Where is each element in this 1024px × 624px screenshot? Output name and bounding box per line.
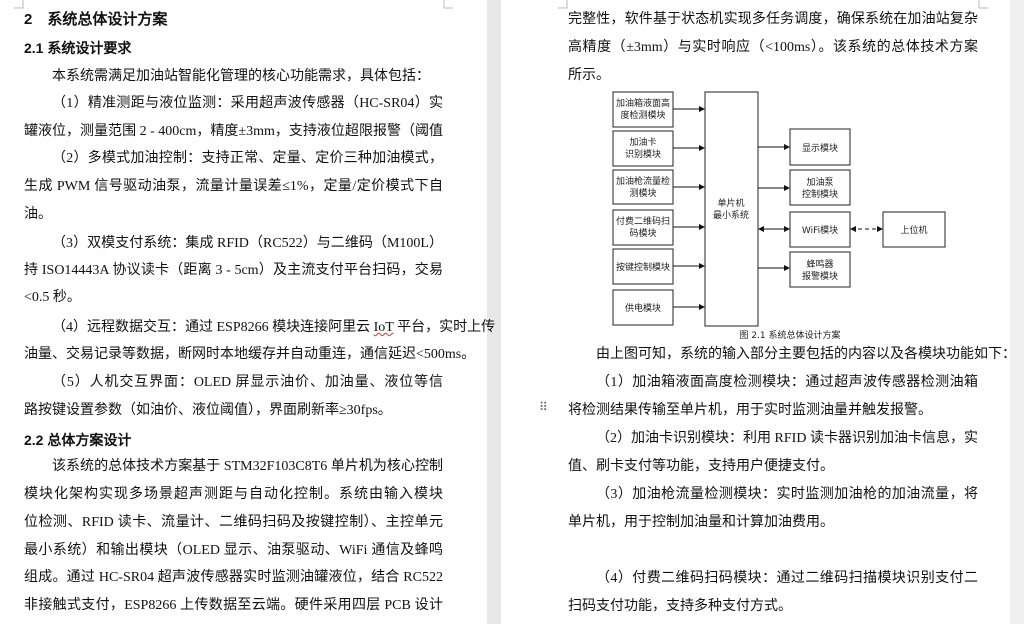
- box-label: 蜂鸣器报警模块: [802, 258, 838, 282]
- paragraph-line[interactable]: （3）双模支付系统：集成 RFID（RC522）与二维码（M100L）支付，支: [52, 236, 443, 251]
- drag-handle-icon[interactable]: ⠿: [539, 400, 549, 414]
- text-run: （4）远程数据交互：通过 ESP8266 模块连接阿里云: [52, 320, 374, 335]
- paragraph-line[interactable]: <0.5 秒。: [24, 290, 81, 305]
- right-page[interactable]: 完整性，软件基于状态机实现多任务调度，确保系统在加油站复杂环境下的 高精度（±3…: [501, 0, 1016, 624]
- mcu-label: 单片机最小系统: [713, 197, 749, 221]
- paragraph-line[interactable]: （4）远程数据交互：通过 ESP8266 模块连接阿里云 IoT 平台，实时上传: [52, 318, 495, 338]
- paragraph-line[interactable]: 该系统的总体技术方案基于 STM32F103C8T6 单片机为核心控制器，采用: [52, 459, 443, 474]
- paragraph-line[interactable]: （3）加油枪流量检测模块：实时监测加油枪的加油流量，将数据反馈至: [596, 487, 978, 502]
- heading-2-1[interactable]: 2.1 系统设计要求: [24, 40, 132, 56]
- output-box-pump: [789, 169, 851, 206]
- paragraph-line[interactable]: 完整性，软件基于状态机实现多任务调度，确保系统在加油站复杂环境下的: [568, 12, 978, 27]
- margin-corner-mark: [14, 0, 24, 9]
- box-label: 加油卡识别模块: [625, 136, 661, 160]
- box-label: WiFi模块: [802, 224, 838, 236]
- host-pc-box: [882, 211, 946, 248]
- figure-caption: 图 2.1 系统总体设计方案: [739, 329, 840, 341]
- spellcheck-word[interactable]: IoT: [373, 320, 394, 335]
- heading-2-2[interactable]: 2.2 总体方案设计: [24, 432, 132, 448]
- box-label: 按键控制模块: [616, 261, 670, 273]
- paragraph-line[interactable]: （2）多模式加油控制：支持正常、定量、定价三种加油模式，通过 STM32: [52, 151, 443, 166]
- mcu-box: [704, 91, 759, 327]
- paragraph-line[interactable]: 位检测、RFID 读卡、流量计、二维码扫码及按键控制）、主控单元（STM32: [24, 515, 443, 530]
- vertical-scrollbar[interactable]: [1010, 0, 1024, 624]
- left-page[interactable]: 2 系统总体设计方案 2.1 系统设计要求 本系统需满足加油站智能化管理的核心功…: [0, 0, 495, 624]
- paragraph-line[interactable]: 将检测结果传输至单片机，用于实时监测油量并触发报警。: [568, 403, 932, 418]
- paragraph-line[interactable]: 值、刷卡支付等功能，支持用户便捷支付。: [568, 459, 834, 474]
- paragraph-line[interactable]: 由上图可知，系统的输入部分主要包括的内容以及各模块功能如下：: [596, 347, 1016, 362]
- paragraph-line[interactable]: 组成。通过 HC-SR04 超声波传感器实时监测油罐液位，结合 RC522 模块…: [24, 570, 443, 585]
- input-box-keys: [612, 248, 674, 285]
- paragraph-line[interactable]: 最小系统）和输出模块（OLED 显示、油泵驱动、WiFi 通信及蜂鸣器报警）: [24, 543, 443, 558]
- paragraph-line[interactable]: （2）加油卡识别模块：利用 RFID 读卡器识别加油卡信息，实现卡片充: [596, 431, 978, 446]
- input-box-power: [612, 289, 674, 326]
- paragraph-line[interactable]: 模块化架构实现多场景超声测距与自动化控制。系统由输入模块（超声波液: [24, 487, 443, 502]
- paragraph-line[interactable]: 罐液位，测量范围 2 - 400cm，精度±3mm，支持液位超限报警（阈值可调）…: [24, 124, 443, 139]
- text-run: 平台，实时上传: [393, 320, 496, 335]
- input-box-flow: [612, 169, 674, 205]
- paragraph-line[interactable]: 持 ISO14443A 协议读卡（距离 3 - 5cm）及主流支付平台扫码，交易…: [24, 263, 443, 278]
- box-label: 供电模块: [625, 302, 661, 314]
- margin-corner-mark: [978, 0, 988, 9]
- paragraph-line[interactable]: 油。: [24, 207, 52, 222]
- paragraph-line[interactable]: （4）付费二维码扫码模块：通过二维码扫描模块识别支付二维码，完成: [596, 571, 978, 586]
- paragraph-line[interactable]: 高精度（±3mm）与实时响应（<100ms）。该系统的总体技术方案如图 2.1: [568, 40, 978, 55]
- paragraph-line[interactable]: 路按键设置参数（如油价、液位阈值），界面刷新率≥30fps。: [24, 403, 392, 418]
- input-box-fuel-card: [612, 130, 674, 167]
- box-label: 显示模块: [802, 142, 838, 154]
- box-label: 加油枪流量检测模块: [616, 175, 670, 199]
- paragraph-line[interactable]: 本系统需满足加油站智能化管理的核心功能需求，具体包括：: [52, 69, 430, 84]
- box-label: 加油箱液面高度检测模块: [616, 97, 670, 121]
- box-label: 付费二维码扫码模块: [616, 215, 670, 239]
- paragraph-line[interactable]: 生成 PWM 信号驱动油泵，流量计量误差≤1%，定量/定价模式下自动停止加: [24, 179, 443, 194]
- paragraph-line[interactable]: 非接触式支付，ESP8266 上传数据至云端。硬件采用四层 PCB 设计优化信号: [24, 598, 443, 613]
- paragraph-line[interactable]: 单片机，用于控制加油量和计算加油费用。: [568, 515, 834, 530]
- paragraph-line[interactable]: （1）精准测距与液位监测：采用超声波传感器（HC-SR04）实时检测油: [52, 96, 443, 111]
- input-box-tank-level: [612, 91, 674, 128]
- paragraph-line[interactable]: 所示。: [568, 68, 610, 83]
- margin-corner-mark: [558, 0, 568, 9]
- margin-corner-mark: [443, 0, 453, 9]
- paragraph-line[interactable]: （1）加油箱液面高度检测模块：通过超声波传感器检测油箱内液面高度，: [596, 375, 978, 390]
- paragraph-line[interactable]: 扫码支付功能，支持多种支付方式。: [568, 599, 792, 614]
- paragraph-line[interactable]: 油量、交易记录等数据，断网时本地缓存并自动重连，通信延迟<500ms。: [24, 347, 476, 362]
- heading-chapter-2[interactable]: 2 系统总体设计方案: [24, 11, 168, 28]
- output-box-buzzer: [789, 251, 851, 288]
- host-pc-label: 上位机: [900, 224, 927, 236]
- box-label: 加油泵控制模块: [802, 176, 838, 200]
- input-box-qr: [612, 209, 674, 246]
- output-box-display: [789, 128, 851, 166]
- paragraph-line[interactable]: （5）人机交互界面：OLED 屏显示油价、加油量、液位等信息，支持 5: [52, 375, 443, 390]
- output-box-wifi: [789, 211, 851, 248]
- system-block-diagram[interactable]: 加油箱液面高度检测模块 加油卡识别模块 加油枪流量检测模块 付费二维码扫码模块 …: [501, 0, 1010, 345]
